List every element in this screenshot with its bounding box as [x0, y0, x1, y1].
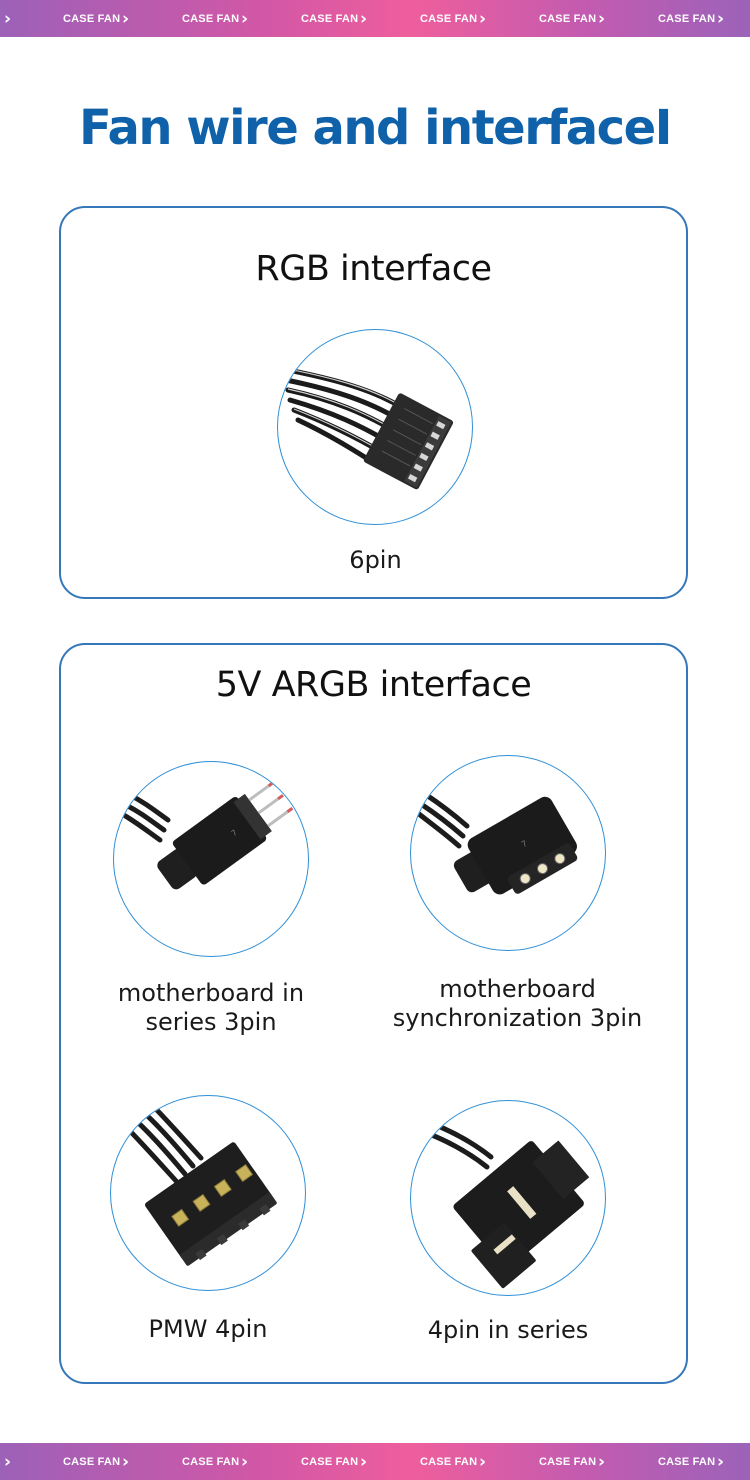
- banner-label: CASE FAN: [182, 12, 240, 25]
- chevron-right-icon: ›: [479, 1451, 487, 1472]
- banner-label: CASE FAN: [301, 12, 359, 25]
- banner-label: CASE FAN: [539, 12, 597, 25]
- panel-title: RGB interface: [255, 249, 492, 289]
- banner-label: CASE FAN: [182, 1455, 240, 1468]
- chevron-right-icon: ›: [479, 8, 487, 29]
- chevron-right-icon: ›: [360, 1451, 368, 1472]
- chevron-right-icon: ›: [122, 8, 130, 29]
- banner-label: CASE FAN: [63, 12, 121, 25]
- panel-title: 5V ARGB interface: [215, 665, 532, 705]
- 3pin-series-connector-icon: 7: [113, 761, 309, 957]
- connector-caption: motherboard in series 3pin: [117, 979, 305, 1036]
- chevron-right-icon: ›: [360, 8, 368, 29]
- top-banner: › CASE FAN › CASE FAN › CASE FAN › CASE …: [0, 0, 750, 37]
- 3pin-sync-connector-icon: 7: [410, 755, 606, 951]
- chevron-right-icon: ›: [241, 8, 249, 29]
- banner-label: CASE FAN: [420, 12, 478, 25]
- chevron-right-icon: ›: [717, 1451, 725, 1472]
- chevron-right-icon: ›: [717, 8, 725, 29]
- svg-text:7: 7: [520, 839, 529, 849]
- banner-label: CASE FAN: [658, 12, 716, 25]
- rgb-interface-panel: RGB interface: [59, 206, 688, 599]
- chevron-right-icon: ›: [241, 1451, 249, 1472]
- chevron-right-icon: ›: [598, 1451, 606, 1472]
- connector-caption: PMW 4pin: [148, 1315, 268, 1343]
- bottom-banner: › CASE FAN › CASE FAN › CASE FAN › CASE …: [0, 1443, 750, 1480]
- banner-label: CASE FAN: [301, 1455, 359, 1468]
- page-title: Fan wire and interfaceI: [78, 100, 673, 156]
- 4pin-series-connector-icon: [410, 1100, 606, 1296]
- svg-text:7: 7: [230, 828, 239, 838]
- chevron-right-icon: ›: [4, 1451, 12, 1472]
- banner-label: CASE FAN: [539, 1455, 597, 1468]
- chevron-right-icon: ›: [4, 8, 12, 29]
- pwm-4pin-connector-icon: [110, 1095, 306, 1291]
- banner-label: CASE FAN: [658, 1455, 716, 1468]
- banner-label: CASE FAN: [420, 1455, 478, 1468]
- 6pin-connector-icon: [277, 329, 473, 525]
- banner-label: CASE FAN: [63, 1455, 121, 1468]
- connector-caption: motherboard synchronization 3pin: [392, 975, 643, 1032]
- connector-caption: 6pin: [349, 546, 402, 574]
- chevron-right-icon: ›: [122, 1451, 130, 1472]
- argb-interface-panel: 5V ARGB interface: [59, 643, 688, 1384]
- connector-caption: 4pin in series: [427, 1316, 589, 1344]
- chevron-right-icon: ›: [598, 8, 606, 29]
